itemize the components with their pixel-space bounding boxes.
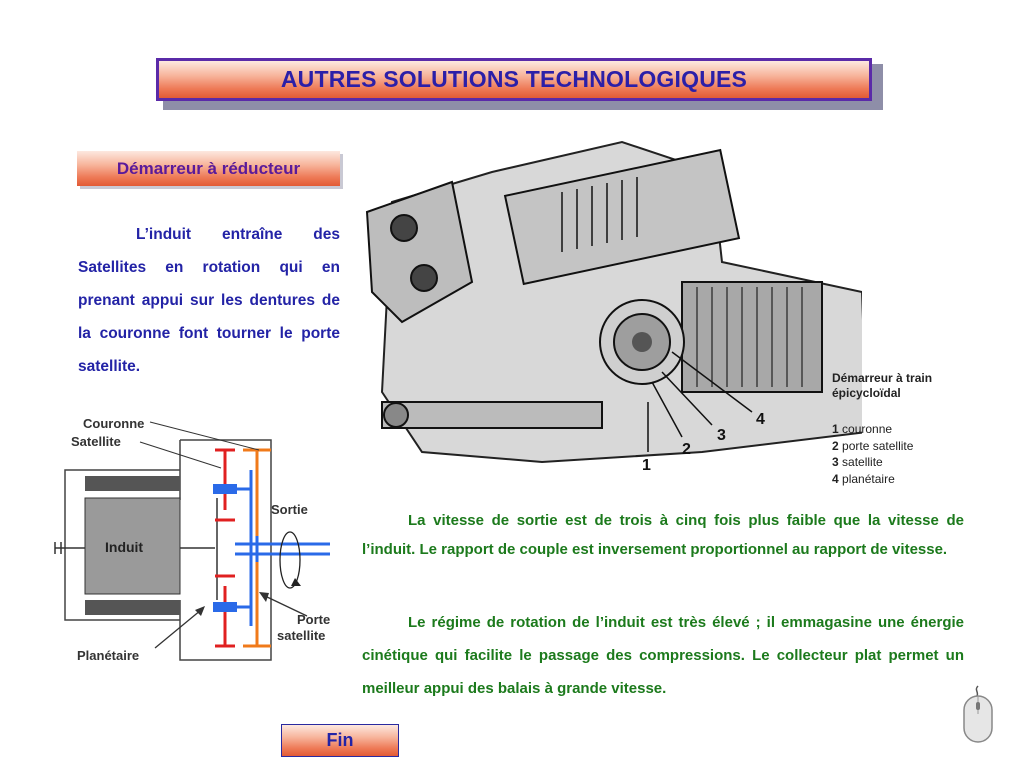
fin-button-label: Fin — [326, 730, 354, 750]
legend-item: 2 porte satellite — [832, 438, 914, 453]
label-induit: Induit — [105, 539, 143, 555]
legend-item: 1 couronne — [832, 422, 893, 436]
fin-button[interactable]: Fin — [281, 724, 399, 757]
callout-2: 2 — [682, 441, 691, 458]
photo-legend: 1 couronne 2 porte satellite 3 satellite… — [832, 421, 913, 487]
legend-item: 4 planétaire — [832, 471, 895, 486]
label-couronne: Couronne — [83, 416, 144, 431]
callout-1: 1 — [642, 457, 651, 472]
starter-motor-illustration: 1 2 3 4 — [365, 140, 862, 472]
gear-schematic: Induit Couronne Satellite Sortie Porte s… — [54, 416, 330, 663]
legend-item: 3 satellite — [832, 455, 883, 469]
label-porte: Porte — [297, 612, 330, 627]
callout-4: 4 — [756, 411, 765, 428]
label-planetaire: Planétaire — [77, 648, 139, 663]
stator-top — [85, 476, 180, 491]
legend-title-line-1: Démarreur à train — [832, 371, 933, 385]
mouse-icon[interactable] — [960, 684, 996, 746]
stator-bottom — [85, 600, 180, 615]
left-paragraph: L’induit entraîne des Satellites en rota… — [78, 226, 340, 375]
label-sortie: Sortie — [271, 502, 308, 517]
photo-legend-title: Démarreur à train épicycloïdal — [832, 371, 932, 401]
subtitle-banner: Démarreur à réducteur — [77, 151, 340, 186]
induit-block — [84, 497, 181, 595]
page-title: AUTRES SOLUTIONS TECHNOLOGIQUES — [280, 66, 748, 92]
label-satellite-2: satellite — [277, 628, 325, 643]
title-banner: AUTRES SOLUTIONS TECHNOLOGIQUES — [156, 58, 872, 101]
callout-3: 3 — [717, 427, 726, 444]
legend-title-line-2: épicycloïdal — [832, 386, 901, 400]
section-subtitle: Démarreur à réducteur — [116, 158, 301, 178]
paragraph-regime: Le régime de rotation de l’induit est tr… — [362, 614, 964, 697]
paragraph-speed: La vitesse de sortie est de trois à cinq… — [362, 512, 964, 558]
label-satellite: Satellite — [71, 434, 121, 449]
